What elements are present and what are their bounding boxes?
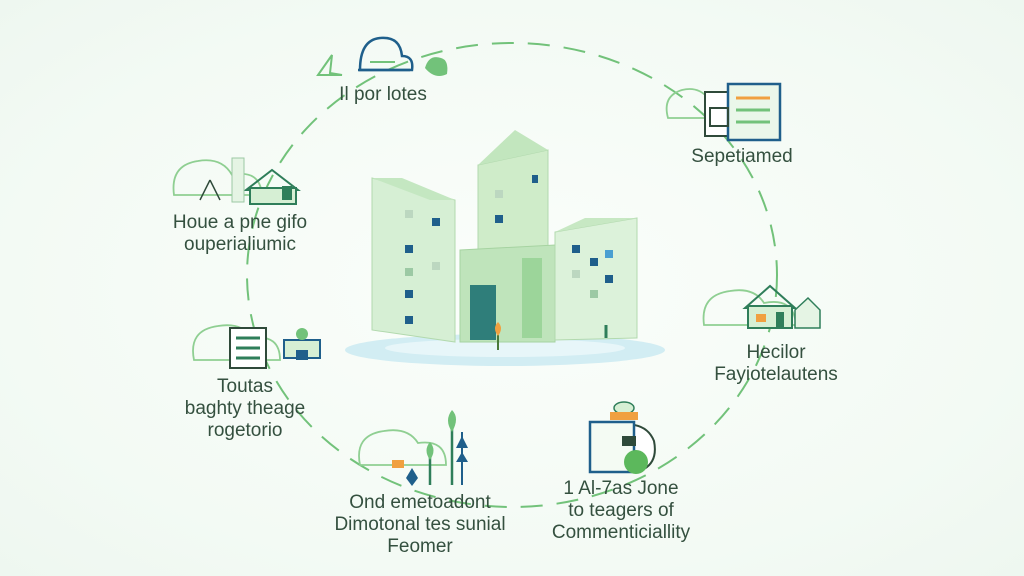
node-label-bottom: Ond emetoadont Dimotonal tes sunial Feom… <box>320 492 520 558</box>
node-label-line: Fayiotelautens <box>714 364 838 385</box>
node-label-upper-right: Sepetiamed <box>672 146 812 168</box>
node-label-line: baghty theage <box>184 398 306 419</box>
node-label-line: Dimotonal tes sunial <box>334 514 506 535</box>
house-icon <box>172 157 301 205</box>
node-label-line: 1 Al-7as Jone <box>563 478 679 499</box>
cloud-icon <box>316 36 448 76</box>
document-icon <box>665 82 782 142</box>
node-label-right: Hecilor Fayiotelautens <box>696 342 856 386</box>
node-label-line: Feomer <box>387 536 453 557</box>
buildings-icon <box>345 130 665 366</box>
document-icon <box>192 324 321 369</box>
node-label-line: rogetorio <box>207 420 283 441</box>
node-label-line: Commenticiallity <box>551 522 691 543</box>
jar-icon <box>588 401 656 474</box>
node-label-line: Ond emetoadont <box>349 492 491 513</box>
node-label-line: Houe a pne gifo <box>172 212 308 233</box>
node-label-top: Il por lotes <box>318 84 448 106</box>
node-label-line: Hecilor <box>746 342 806 363</box>
node-label-left: Toutas baghty theage rogetorio <box>170 376 320 442</box>
cycle-ring <box>246 42 778 508</box>
node-label-line: Il por lotes <box>339 84 427 105</box>
node-label-line: to teagers of <box>568 500 674 521</box>
node-label-line: ouperialiumic <box>184 234 296 255</box>
node-label-line: Sepetiamed <box>691 146 793 167</box>
trees-icon <box>358 410 468 486</box>
node-label-line: Toutas <box>217 376 273 397</box>
house-icon <box>702 284 821 329</box>
node-label-bottom-right: 1 Al-7as Jone to teagers of Commenticial… <box>536 478 706 544</box>
node-label-upper-left: Houe a pne gifo ouperialiumic <box>160 212 320 256</box>
